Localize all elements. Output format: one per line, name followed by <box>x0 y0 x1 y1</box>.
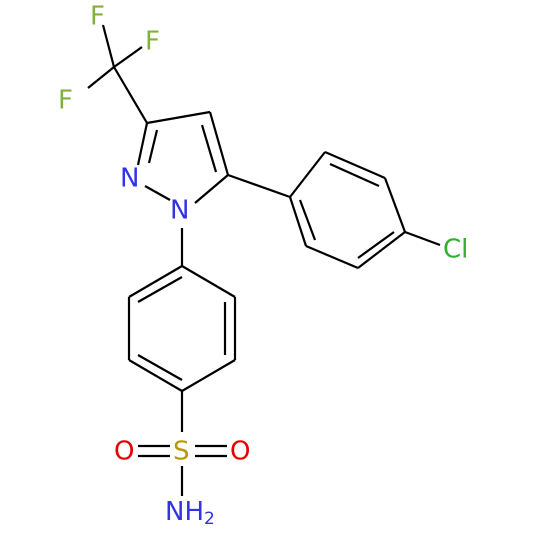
bond-c-f-right <box>113 46 143 68</box>
atom-s: S <box>173 437 190 467</box>
bond-c4-c5 <box>208 111 230 176</box>
bond-ph-1 <box>181 265 236 298</box>
cf3-bonds <box>87 24 148 124</box>
atom-nh2-main: NH <box>165 497 204 527</box>
atom-cl: Cl <box>443 235 468 265</box>
bond-ph-4-double <box>137 354 183 381</box>
chlorophenyl-ring <box>227 150 441 270</box>
bond-c-f-left <box>87 66 115 89</box>
atom-f-left: F <box>58 86 73 116</box>
bond-ar-5 <box>305 244 359 270</box>
bond-c3-c4 <box>146 110 211 125</box>
atom-n-ring-1: N <box>170 196 189 226</box>
atom-labels: F F F N N Cl S O O NH2 <box>58 2 468 530</box>
atom-nh2: NH2 <box>165 497 215 530</box>
sulfonyl-bonds <box>138 444 227 496</box>
bond-ar-2-double <box>329 162 380 188</box>
bond-ar-1 <box>289 151 326 198</box>
bond-n2-c3-double <box>147 129 159 164</box>
bond-ph-6-double <box>137 276 183 303</box>
bond-ar-4 <box>357 231 406 269</box>
atom-nh2-subscript: 2 <box>204 509 215 529</box>
bond-ar-2 <box>324 150 386 180</box>
bond-cf3-c3 <box>113 66 148 124</box>
bond-ph-3 <box>181 359 236 392</box>
bond-c5-ar <box>227 173 291 199</box>
atom-o-right: O <box>230 437 250 467</box>
bond-c4-c5-double <box>200 124 218 173</box>
bond-ph-6 <box>128 265 183 298</box>
bond-ar-6-double <box>298 199 317 241</box>
atom-f-right: F <box>145 27 160 57</box>
bond-ar-4-double <box>357 231 395 259</box>
atom-f-top: F <box>90 2 105 32</box>
bond-n1-n2 <box>144 185 171 201</box>
atom-n-ring-2: N <box>120 164 139 194</box>
benzenesulfonamide-ring <box>127 228 237 432</box>
bond-c5-n1 <box>194 174 229 204</box>
bond-c-f-top <box>101 24 116 68</box>
bond-ph-4 <box>128 359 183 392</box>
bond-n2-c3 <box>136 122 149 166</box>
bond-ar-3 <box>383 177 407 233</box>
pyrazole-ring <box>136 110 230 204</box>
atom-o-left: O <box>114 437 134 467</box>
bond-ar-6 <box>288 196 308 247</box>
bond-ar-cl <box>404 230 441 247</box>
